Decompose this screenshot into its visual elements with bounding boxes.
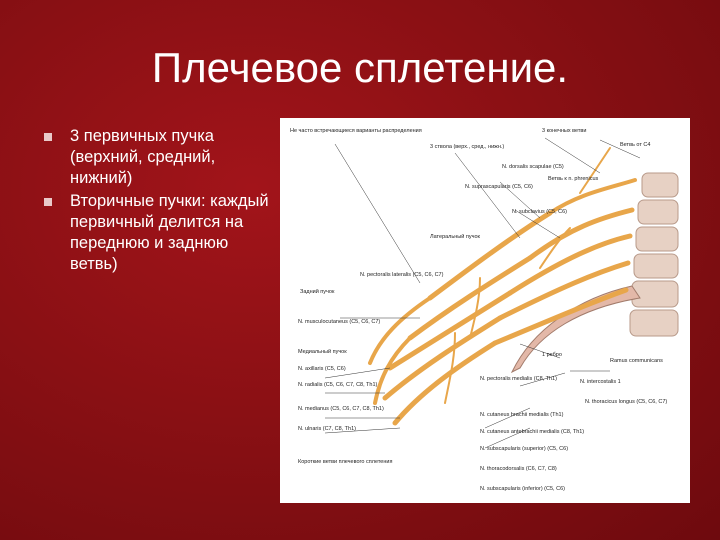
label-cut-brach-med: N. cutaneus brachii medialis (Th1) bbox=[480, 412, 564, 418]
bullet-text: 3 первичных пучка (верхний, средний, ниж… bbox=[70, 127, 215, 187]
label-cut-antebrach-med: N. cutaneus antebrachii medialis (C8, Th… bbox=[480, 429, 584, 435]
label-subscap-upper: N. subscapularis (superior) (C5, C6) bbox=[480, 446, 568, 452]
brachial-plexus-drawing: Не часто встречающиеся варианты распреде… bbox=[280, 118, 690, 503]
label-three-terminal: 3 конечных ветви bbox=[542, 128, 586, 134]
vertebral-column bbox=[630, 173, 678, 336]
label-subscap-lower: N. subscapularis (inferior) (C5, C6) bbox=[480, 486, 565, 492]
label-dorsal-scapular: N. dorsalis scapulae (C5) bbox=[502, 164, 564, 170]
label-thoracodorsal: N. thoracodorsalis (C6, C7, C8) bbox=[480, 466, 557, 472]
label-posterior-cord: Задний пучок bbox=[300, 288, 335, 295]
label-medianus: N. medianus (C5, C6, C7, C8, Th1) bbox=[298, 406, 384, 412]
label-top-left-note: Не часто встречающиеся варианты распреде… bbox=[290, 128, 422, 134]
brachial-plexus-illustration: Не часто встречающиеся варианты распреде… bbox=[280, 118, 690, 503]
label-first-rib: 1 ребро bbox=[542, 352, 562, 358]
label-musculocutaneous: N. musculocutaneus (C5, C6, C7) bbox=[298, 319, 380, 325]
label-axillaris: N. axillaris (C5, C6) bbox=[298, 366, 346, 372]
label-long-thoracic: N. thoracicus longus (C5, C6, C7) bbox=[585, 399, 667, 405]
label-c5-branch: Ветвь от C4 bbox=[620, 142, 650, 148]
label-subclavius: N. subclavius (C5, C6) bbox=[512, 209, 567, 215]
square-bullet-icon bbox=[44, 133, 52, 141]
label-sympathetic: Ramus communicans bbox=[610, 358, 663, 364]
label-ulnaris: N. ulnaris (C7, C8, Th1) bbox=[298, 426, 356, 432]
label-bottom-note: Короткие ветви плечевого сплетения bbox=[298, 459, 392, 465]
square-bullet-icon bbox=[44, 198, 52, 206]
label-phrenic: Ветвь к n. phrenicus bbox=[548, 176, 599, 182]
label-suprascapular: N. suprascapularis (C5, C6) bbox=[465, 184, 533, 190]
label-three-trunks: 3 ствола (верх., сред., нижн.) bbox=[430, 144, 504, 150]
bullet-text: Вторичные пучки: каждый первичный делитс… bbox=[70, 192, 269, 273]
label-medial-cord: Медиальный пучок bbox=[298, 348, 347, 355]
label-pectoral-med: N. pectoralis medialis (C8, Th1) bbox=[480, 376, 557, 382]
bullet-list: 3 первичных пучка (верхний, средний, ниж… bbox=[44, 126, 280, 277]
slide-title: Плечевое сплетение. bbox=[0, 38, 720, 98]
label-radialis: N. radialis (C5, C6, C7, C8, Th1) bbox=[298, 382, 378, 388]
label-intercostal: N. intercostalis 1 bbox=[580, 379, 621, 385]
label-lateral-cord: Латеральный пучок bbox=[430, 233, 480, 240]
bullet-item: Вторичные пучки: каждый первичный делитс… bbox=[44, 191, 280, 275]
label-pectoral-lat: N. pectoralis lateralis (C5, C6, C7) bbox=[360, 272, 444, 278]
bullet-item: 3 первичных пучка (верхний, средний, ниж… bbox=[44, 126, 280, 189]
